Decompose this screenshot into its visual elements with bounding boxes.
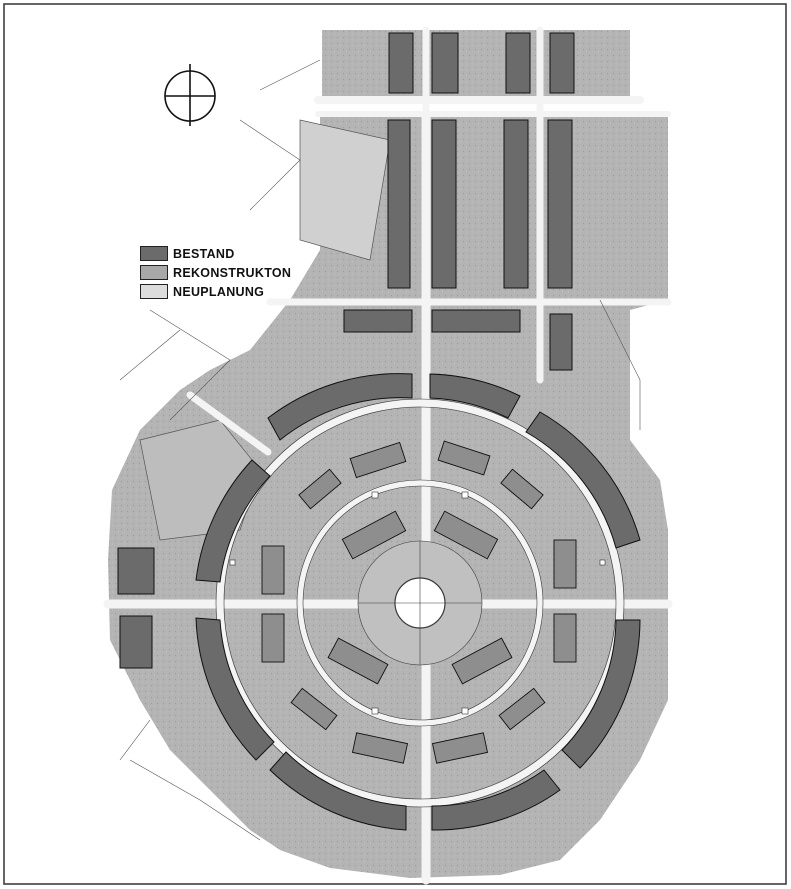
legend-swatch-neuplanung	[140, 284, 168, 299]
map-legend: BESTAND REKONSTRUKTON NEUPLANUNG	[140, 244, 291, 301]
legend-label-rekonstrukton: REKONSTRUKTON	[173, 265, 292, 280]
bestand-buildings	[117, 32, 641, 831]
north-arrow-crosshair-icon	[164, 64, 216, 126]
entrance-markers	[229, 491, 606, 715]
context-linework	[119, 59, 641, 841]
rekonstrukton-buildings	[261, 440, 577, 764]
legend-swatch-rekonstrukton	[140, 265, 168, 280]
legend-label-bestand: BESTAND	[173, 246, 235, 261]
legend-item-bestand: BESTAND	[140, 244, 291, 263]
legend-label-neuplanung: NEUPLANUNG	[173, 284, 265, 299]
legend-item-neuplanung: NEUPLANUNG	[140, 282, 291, 301]
legend-item-rekonstrukton: REKONSTRUKTON	[140, 263, 291, 282]
page-border	[3, 3, 787, 885]
legend-swatch-bestand	[140, 246, 168, 261]
road-outlines	[215, 398, 625, 808]
